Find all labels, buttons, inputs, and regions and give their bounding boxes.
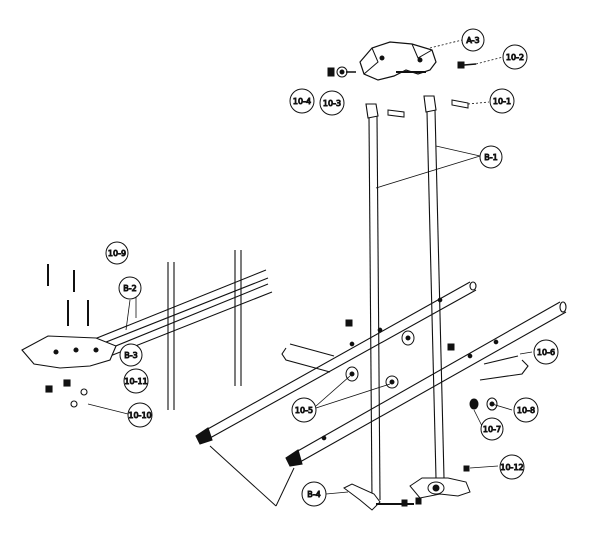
callout-10-4: 10-4 xyxy=(289,88,315,114)
callout-b2: B-2 xyxy=(118,276,142,300)
callout-10-8: 10-8 xyxy=(513,397,539,423)
svg-text:10-5: 10-5 xyxy=(295,406,313,415)
svg-text:10-7: 10-7 xyxy=(483,425,501,434)
leader-lines-solid xyxy=(87,145,533,495)
leader-lines xyxy=(429,39,504,105)
callout-10-9: 10-9 xyxy=(105,241,129,265)
pins-10-1 xyxy=(387,99,469,118)
svg-text:10-8: 10-8 xyxy=(517,406,535,415)
rail-fittings xyxy=(345,319,498,472)
callout-10-7: 10-7 xyxy=(480,417,504,441)
callout-10-11: 10-11 xyxy=(123,368,149,394)
callout-b3: B-3 xyxy=(119,343,143,367)
callout-10-6: 10-6 xyxy=(533,339,559,365)
callout-b1: B-1 xyxy=(479,145,503,169)
svg-text:10-10: 10-10 xyxy=(128,411,151,420)
svg-text:10-2: 10-2 xyxy=(506,53,524,62)
u-bolts xyxy=(281,343,529,381)
callout-10-1: 10-1 xyxy=(489,88,515,114)
svg-text:10-1: 10-1 xyxy=(493,97,511,106)
callout-b4: B-4 xyxy=(301,481,327,507)
callout-10-3: 10-3 xyxy=(319,90,345,116)
callout-10-2: 10-2 xyxy=(502,44,528,70)
upright-posts xyxy=(365,95,445,501)
side-rails xyxy=(195,281,567,467)
svg-text:B-2: B-2 xyxy=(123,284,136,293)
hardware-10-3-10-4 xyxy=(327,66,356,78)
svg-text:A-3: A-3 xyxy=(466,36,479,45)
svg-text:10-3: 10-3 xyxy=(323,99,341,108)
bolt-10-2 xyxy=(457,61,477,69)
callout-10-12: 10-12 xyxy=(499,454,525,480)
base-foot xyxy=(343,477,471,511)
svg-text:B-3: B-3 xyxy=(124,351,137,360)
svg-text:B-4: B-4 xyxy=(307,490,320,499)
top-bracket xyxy=(359,41,437,81)
svg-text:10-11: 10-11 xyxy=(124,377,147,386)
svg-text:10-4: 10-4 xyxy=(293,97,311,106)
callout-10-10: 10-10 xyxy=(127,402,153,428)
svg-text:10-9: 10-9 xyxy=(108,249,126,258)
svg-text:B-1: B-1 xyxy=(484,153,497,162)
svg-text:10-6: 10-6 xyxy=(537,348,555,357)
left-assembly xyxy=(21,250,273,410)
callout-a3: A-3 xyxy=(461,28,485,52)
svg-text:10-12: 10-12 xyxy=(500,463,523,472)
callout-10-5: 10-5 xyxy=(291,397,317,423)
